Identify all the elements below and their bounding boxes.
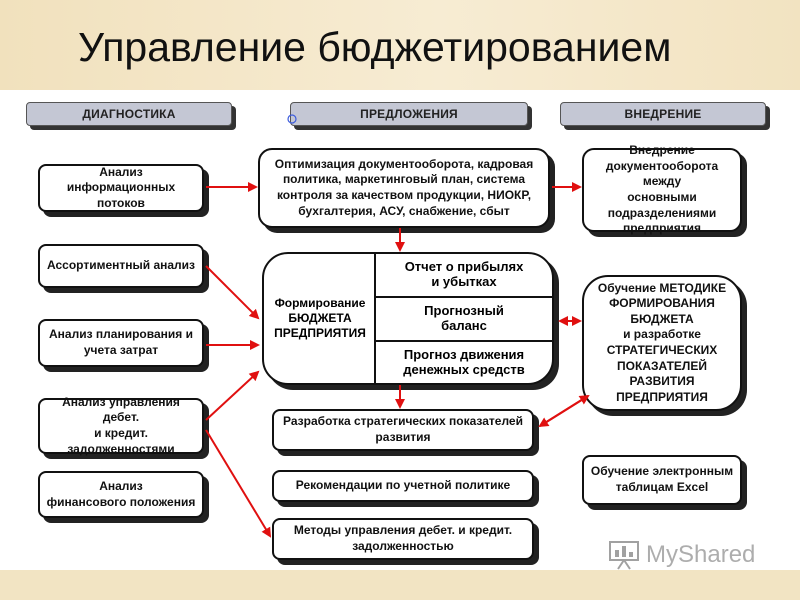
diagnostic-info-flows: Анализ информационных потоков	[38, 164, 204, 212]
budget-divider-1	[376, 296, 552, 298]
implementation-budget-training: Обучение МЕТОДИКЕ ФОРМИРОВАНИЯ БЮДЖЕТА и…	[582, 275, 742, 411]
budget-item-profit-loss: Отчет о прибылях и убытках	[404, 259, 524, 289]
bottom-band	[0, 570, 800, 600]
proposal-accounting-policy: Рекомендации по учетной политике	[272, 470, 534, 502]
budget-item-balance-forecast: Прогнозный баланс	[424, 303, 504, 333]
diagnostic-debt-management: Анализ управления дебет. и кредит. задол…	[38, 395, 204, 456]
header-proposals: ПРЕДЛОЖЕНИЯ	[290, 102, 528, 126]
header-diagnostics: ДИАГНОСТИКА	[26, 102, 232, 126]
title-band	[0, 0, 800, 90]
budget-divider-2	[376, 340, 552, 342]
proposal-debt-methods: Методы управления дебет. и кредит. задол…	[272, 518, 534, 560]
proposal-optimization: Оптимизация документооборота, кадровая п…	[258, 148, 550, 228]
presentation-board-icon	[609, 541, 639, 570]
diagnostic-financial-position: Анализ финансового положения	[38, 471, 204, 518]
watermark-text: MyShared	[646, 541, 756, 568]
watermark-logo: MyShared	[608, 538, 755, 572]
implementation-excel-training: Обучение электронным таблицам Excel	[582, 455, 742, 505]
page-title: Управление бюджетированием	[78, 24, 672, 70]
diagnostic-cost-planning: Анализ планирования и учета затрат	[38, 319, 204, 367]
budget-formation-block: Формирование БЮДЖЕТА ПРЕДПРИЯТИЯ Отчет о…	[262, 252, 554, 385]
budget-item-cash-flow: Прогноз движения денежных средств	[403, 346, 525, 377]
header-implementation: ВНЕДРЕНИЕ	[560, 102, 766, 126]
budget-formation-label: Формирование БЮДЖЕТА ПРЕДПРИЯТИЯ	[274, 296, 366, 340]
proposal-strategic-indicators: Разработка стратегических показателей ра…	[272, 409, 534, 451]
budget-divider-vertical	[374, 254, 376, 383]
diagnostic-assortment: Ассортиментный анализ	[38, 244, 204, 288]
implementation-document-flow: Внедрение документооборота между основны…	[582, 143, 742, 235]
